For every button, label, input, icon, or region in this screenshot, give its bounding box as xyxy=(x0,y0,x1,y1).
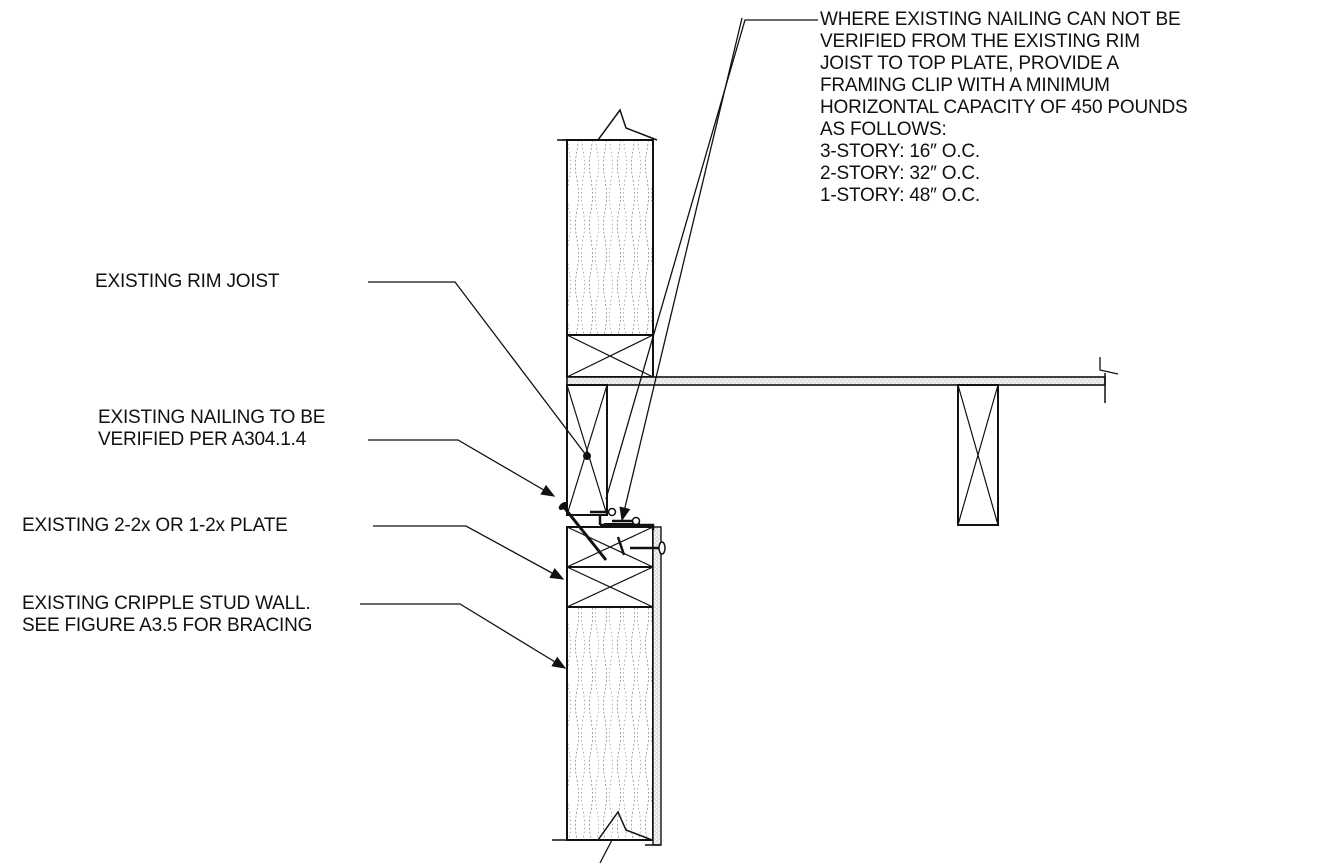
leader-rim-joist xyxy=(368,281,591,460)
upper-wall-stud xyxy=(557,108,658,336)
rim-joist-label: EXISTING RIM JOIST xyxy=(95,271,280,293)
note-line: SEE FIGURE A3.5 FOR BRACING xyxy=(22,615,313,636)
cripple-stud xyxy=(552,606,654,864)
leader-framing-clip xyxy=(605,17,818,522)
floor-joist xyxy=(957,384,999,526)
framing-clip xyxy=(598,515,655,530)
note-line: JOIST TO TOP PLATE, PROVIDE A xyxy=(820,53,1120,74)
toe-nail xyxy=(558,502,608,561)
exterior-sheathing xyxy=(645,526,662,846)
note-line: WHERE EXISTING NAILING CAN NOT BE xyxy=(820,9,1181,30)
clip-nails xyxy=(590,507,666,556)
note-line: EXISTING CRIPPLE STUD WALL. xyxy=(22,593,311,614)
note-line: HORIZONTAL CAPACITY OF 450 POUNDS xyxy=(820,97,1188,118)
note-line: EXISTING 2-2x OR 1-2x PLATE xyxy=(22,515,288,536)
upper-bottom-plate xyxy=(566,334,654,378)
rim-joist xyxy=(566,384,608,516)
note-line: AS FOLLOWS: xyxy=(820,119,947,140)
note-line: VERIFIED FROM THE EXISTING RIM xyxy=(820,31,1140,52)
floor-sheathing xyxy=(566,357,1119,403)
note-line: 1-STORY: 48″ O.C. xyxy=(820,185,980,206)
note-line: EXISTING NAILING TO BE xyxy=(98,407,326,428)
nailing-note: EXISTING NAILING TO BE VERIFIED PER A304… xyxy=(98,407,325,451)
note-line: EXISTING RIM JOIST xyxy=(95,271,280,292)
cripple-wall-note: EXISTING CRIPPLE STUD WALL. SEE FIGURE A… xyxy=(22,593,312,637)
top-plate-lower xyxy=(566,566,654,608)
leader-plate xyxy=(373,525,565,580)
leader-nailing xyxy=(368,439,556,497)
note-line: 2-STORY: 32″ O.C. xyxy=(820,163,980,184)
note-line: VERIFIED PER A304.1.4 xyxy=(98,429,307,450)
note-line: 3-STORY: 16″ O.C. xyxy=(820,141,980,162)
leader-cripple-wall xyxy=(360,603,567,669)
note-line: FRAMING CLIP WITH A MINIMUM xyxy=(820,75,1110,96)
framing-clip-note: WHERE EXISTING NAILING CAN NOT BE VERIFI… xyxy=(820,9,1188,207)
plate-label: EXISTING 2-2x OR 1-2x PLATE xyxy=(22,515,288,537)
